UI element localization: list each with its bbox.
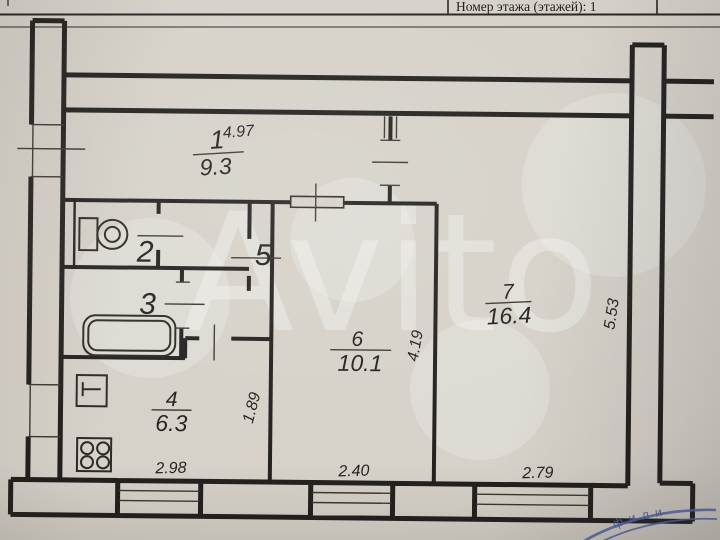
- toilet-icon: [78, 217, 129, 252]
- dim-room1-width: 4.97: [222, 122, 255, 141]
- left-windows: [28, 123, 64, 438]
- floor-number-label: Номер этажа (этажей): 1: [456, 0, 597, 14]
- dim-room6-depth: 4.19: [405, 329, 427, 363]
- bath-walls: [61, 268, 272, 361]
- bottom-wall: [7, 476, 696, 524]
- right-pilaster: [625, 42, 667, 486]
- room-number: 7: [502, 280, 516, 304]
- label-underline: [485, 300, 532, 305]
- dim-kitchen-width: 2.98: [154, 460, 187, 478]
- watermark-circle: [290, 178, 414, 302]
- room-label-1: 1 9.3: [192, 124, 244, 181]
- label-underline: [192, 151, 244, 156]
- bathtub-icon: [82, 314, 177, 357]
- room-label-6: 6 10.1: [330, 328, 392, 376]
- room-label-7: 7 16.4: [485, 280, 532, 330]
- dim-room6-width: 2.40: [337, 463, 370, 481]
- label-underline: [330, 348, 392, 352]
- room-area: 9.3: [199, 153, 233, 181]
- kitchen-sink-icon: [75, 374, 108, 408]
- room-labels: 1 9.3 2 3 5 4 6.3 6 10.1 7 16.4: [136, 124, 532, 436]
- watermark-circle: [410, 320, 550, 460]
- room-area: 16.4: [486, 302, 532, 330]
- room-label-3: 3: [139, 288, 156, 321]
- room-area: 6.3: [155, 410, 187, 436]
- room-area: 10.1: [338, 350, 383, 376]
- top-wall: [63, 72, 715, 120]
- exterior-walls: [7, 18, 715, 524]
- plan-body: 1 9.3 2 3 5 4 6.3 6 10.1 7 16.4: [7, 18, 715, 524]
- room-number: 1: [209, 124, 225, 155]
- room6-room7-wall: [431, 203, 439, 484]
- wc-left-wall: [72, 199, 76, 266]
- stamp-inner-arc: [603, 517, 718, 540]
- room-label-2: 2: [136, 236, 154, 269]
- bottom-windows: [118, 489, 590, 507]
- door-marks: [17, 116, 409, 361]
- room6-door-leaf: [289, 195, 345, 209]
- document-header: Номер этажа (этажей): 1: [0, 0, 720, 28]
- left-wall-inner: [57, 20, 68, 480]
- room-label-4: 4 6.3: [151, 388, 192, 436]
- header-cell-borders: [447, 0, 658, 14]
- room-number: 4: [166, 388, 178, 411]
- dim-room7-depth: 5.53: [601, 297, 622, 330]
- corridor-walls: [246, 201, 275, 483]
- room-number: 6: [351, 328, 363, 351]
- dim-room7-width: 2.79: [521, 464, 554, 482]
- interior-partitions: [17, 116, 439, 484]
- stamp-outer-arc: [583, 508, 717, 540]
- room-label-5: 5: [255, 239, 272, 272]
- wc-walls: [61, 200, 250, 271]
- fixtures: [75, 217, 177, 473]
- room1-room7-wall: [387, 116, 393, 204]
- stove-icon: [75, 437, 113, 473]
- left-pilaster: [25, 18, 65, 480]
